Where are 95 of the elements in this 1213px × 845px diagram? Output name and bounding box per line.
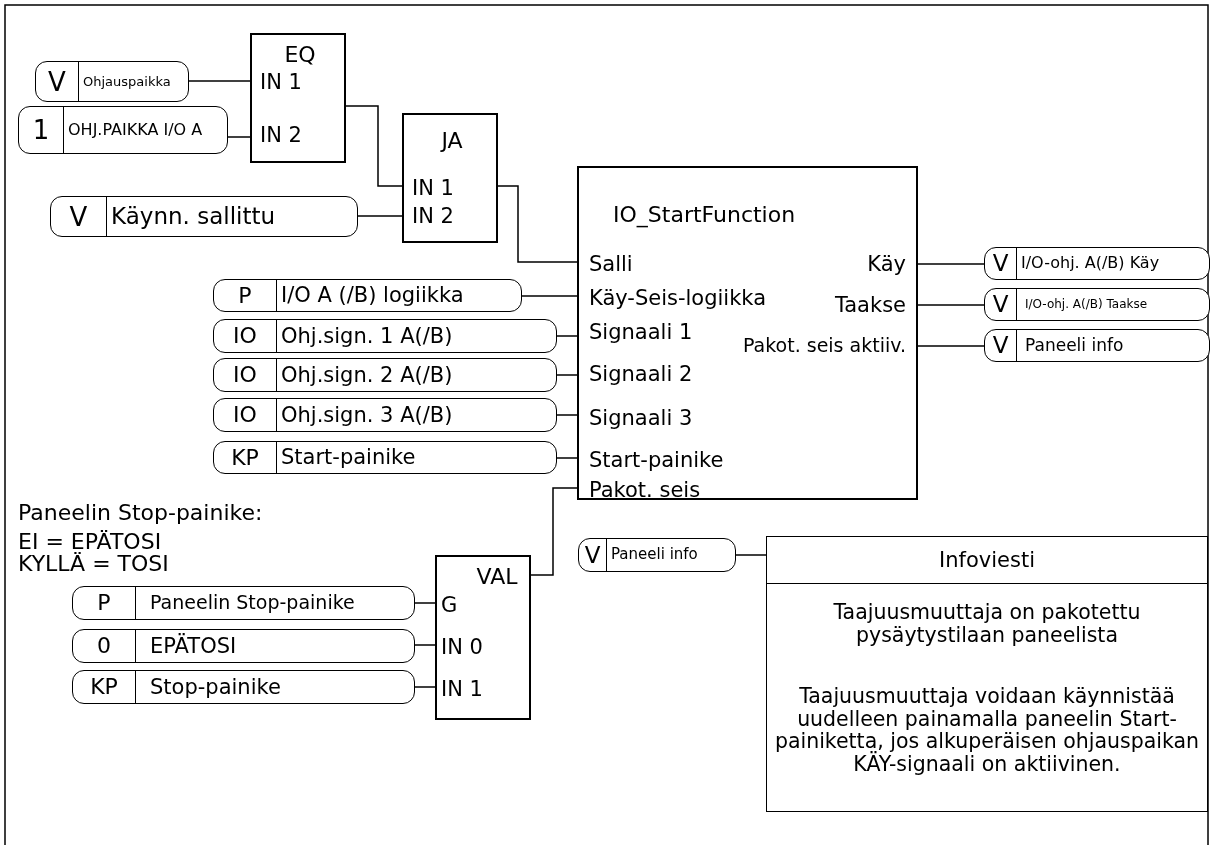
signal-type: V	[985, 330, 1017, 361]
connector-line	[497, 185, 578, 263]
signal-type: V	[579, 539, 607, 571]
signal-name: Paneeli info	[610, 544, 698, 566]
pin-label: Pakot. seis aktiiv.	[743, 335, 906, 355]
signal-type: IO	[214, 320, 277, 352]
block-title: JA	[441, 130, 463, 152]
connector-line	[556, 374, 578, 376]
signal-type: IO	[214, 359, 277, 391]
signal-name: Käynn. sallittu	[110, 202, 276, 232]
note-text: KYLLÄ = TOSI	[18, 553, 169, 575]
pin-label: Signaali 3	[589, 407, 693, 429]
connector-line	[530, 487, 578, 576]
pin-label: Käy-Seis-logiikka	[589, 287, 766, 309]
pin-label: Signaali 2	[589, 363, 693, 385]
pin-label: Salli	[589, 253, 633, 275]
pin-label: Start-painike	[589, 449, 724, 471]
message-box	[766, 536, 1208, 812]
signal-name: Paneeli info	[1024, 333, 1124, 357]
signal-name: Start-painike	[280, 444, 416, 472]
signal-type: 1	[19, 107, 64, 153]
signal-type: V	[51, 197, 107, 236]
signal-name: I/O-ohj. A(/B) Taakse	[1024, 296, 1148, 314]
connector-line	[414, 602, 436, 604]
block-title: IO_StartFunction	[613, 204, 796, 226]
signal-name: Ohj.sign. 2 A(/B)	[280, 361, 453, 389]
message-text: Taajuusmuuttaja voidaan käynnistää uudelleen painamalla paneelin Start-painiketta, jos alkuperäisen ohjauspaikan KÄY-signaali on aktiivinen.	[773, 685, 1201, 776]
pin-label: IN 0	[441, 636, 483, 658]
signal-name: OHJ.PAIKKA I/O A	[67, 118, 203, 141]
signal-pill	[213, 279, 522, 312]
signal-type: KP	[214, 442, 277, 473]
signal-pill	[72, 586, 415, 620]
pin-label: IN 2	[260, 124, 302, 146]
pin-label: IN 1	[260, 71, 302, 93]
signal-name: Ohjauspaikka	[82, 72, 171, 91]
signal-pill	[50, 196, 358, 237]
signal-pill	[35, 61, 189, 102]
connector-line	[357, 215, 403, 217]
signal-name: Ohj.sign. 3 A(/B)	[280, 401, 453, 429]
signal-name: I/O-ohj. A(/B) Käy	[1020, 252, 1160, 275]
signal-type: V	[985, 289, 1017, 320]
message-text: Taajuusmuuttaja on pakotettu pysäytystilaan paneelista	[832, 601, 1142, 647]
connector-line	[556, 457, 578, 459]
pin-label: Signaali 1	[589, 321, 693, 343]
note-text: Paneelin Stop-painike:	[18, 502, 263, 524]
connector-line	[917, 345, 985, 347]
connector-line	[521, 295, 578, 297]
connector-line	[735, 554, 767, 556]
connector-line	[414, 644, 436, 646]
connector-line	[188, 80, 251, 82]
function-block	[435, 555, 531, 720]
signal-type: KP	[73, 671, 136, 703]
signal-pill	[18, 106, 228, 154]
signal-pill	[213, 398, 557, 432]
pin-label: IN 1	[441, 678, 483, 700]
signal-type: P	[214, 280, 277, 311]
signal-name: Paneelin Stop-painike	[149, 590, 355, 616]
connector-line	[917, 263, 985, 265]
signal-pill	[213, 441, 557, 474]
signal-pill	[213, 358, 557, 392]
signal-type: IO	[214, 399, 277, 431]
signal-name: I/O A (/B) logiikka	[280, 282, 464, 310]
connector-line	[917, 304, 985, 306]
signal-pill	[72, 670, 415, 704]
signal-pill	[984, 288, 1210, 321]
signal-pill	[72, 629, 415, 663]
function-block	[577, 166, 918, 500]
connector-line	[556, 335, 578, 337]
connector-line	[227, 136, 251, 138]
pin-label: IN 2	[412, 205, 454, 227]
signal-name: EPÄTOSI	[149, 632, 237, 660]
pin-label: IN 1	[412, 177, 454, 199]
block-title: EQ	[284, 44, 316, 66]
note-text: EI = EPÄTOSI	[18, 531, 162, 553]
function-block	[402, 113, 498, 243]
block-title: VAL	[476, 566, 518, 588]
pin-label: Käy	[867, 253, 906, 275]
signal-pill	[578, 538, 736, 572]
pin-label: G	[441, 594, 458, 616]
function-block	[250, 33, 346, 163]
connector-line	[414, 686, 436, 688]
pin-label: Taakse	[834, 294, 906, 316]
signal-pill	[984, 247, 1210, 280]
signal-pill	[213, 319, 557, 353]
connector-line	[345, 105, 403, 187]
signal-type: V	[36, 62, 79, 101]
signal-name: Ohj.sign. 1 A(/B)	[280, 322, 453, 350]
message-title: Infoviesti	[767, 537, 1207, 584]
signal-name: Stop-painike	[149, 673, 281, 701]
signal-type: V	[985, 248, 1017, 279]
signal-type: P	[73, 587, 136, 619]
signal-type: 0	[73, 630, 136, 662]
connector-line	[556, 414, 578, 416]
pin-label: Pakot. seis	[589, 479, 701, 501]
signal-pill	[984, 329, 1210, 362]
